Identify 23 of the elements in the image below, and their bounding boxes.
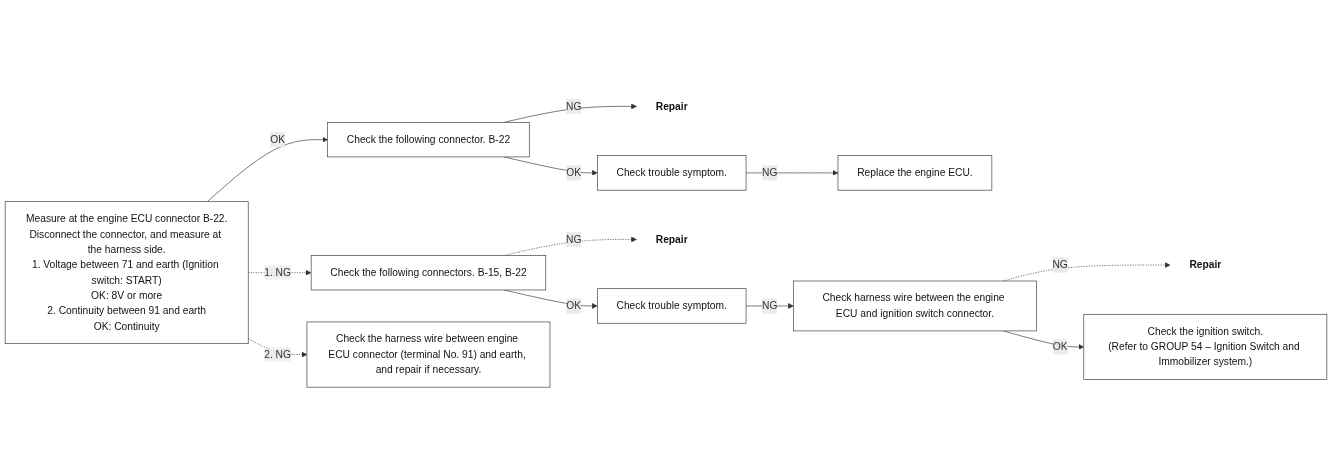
edge-label: OK bbox=[270, 133, 285, 145]
node-box: Check the following connectors. B-15, B-22 bbox=[310, 254, 547, 291]
edge-label: NG bbox=[762, 300, 778, 311]
edge-label: OK bbox=[566, 167, 582, 178]
edge-label: OK bbox=[1052, 340, 1068, 352]
node-text: Repair bbox=[1189, 259, 1222, 270]
edge-label: NG bbox=[1052, 259, 1068, 270]
edge-label: NG bbox=[565, 100, 582, 112]
node-box: Check the harness wire between engine ECU connector (terminal No. 91) and earth, and repair if necessary. bbox=[306, 321, 551, 388]
edge-label: 2. NG bbox=[264, 348, 291, 360]
edge-label: NG bbox=[565, 233, 582, 245]
node-box: Check the following connector. B-22 bbox=[327, 121, 530, 158]
node-box: Check the ignition switch. (Refer to GROUP 54 – Ignition Switch and Immobilizer system.) bbox=[1083, 313, 1328, 380]
edge-label: NG bbox=[762, 167, 778, 178]
node-box: Measure at the engine ECU connector B-22. Disconnect the connector, and measure at the harness side. 1. Voltage between 71 and earth (Ignition switch: START) OK: 8V or more 2. Continuity between 91 and earth OK: Continuity bbox=[4, 201, 249, 344]
node-text: Repair bbox=[655, 233, 688, 245]
node-box: Replace the engine ECU. bbox=[837, 155, 993, 191]
node-box: Check trouble symptom. bbox=[597, 155, 747, 191]
node-box: Check trouble symptom. bbox=[597, 288, 747, 324]
edge-label: 1. NG bbox=[264, 266, 291, 278]
node-text: Repair bbox=[655, 100, 688, 112]
node-box: Check harness wire between the engine ECU and ignition switch connector. bbox=[793, 280, 1037, 332]
edge-label: OK bbox=[566, 300, 582, 311]
